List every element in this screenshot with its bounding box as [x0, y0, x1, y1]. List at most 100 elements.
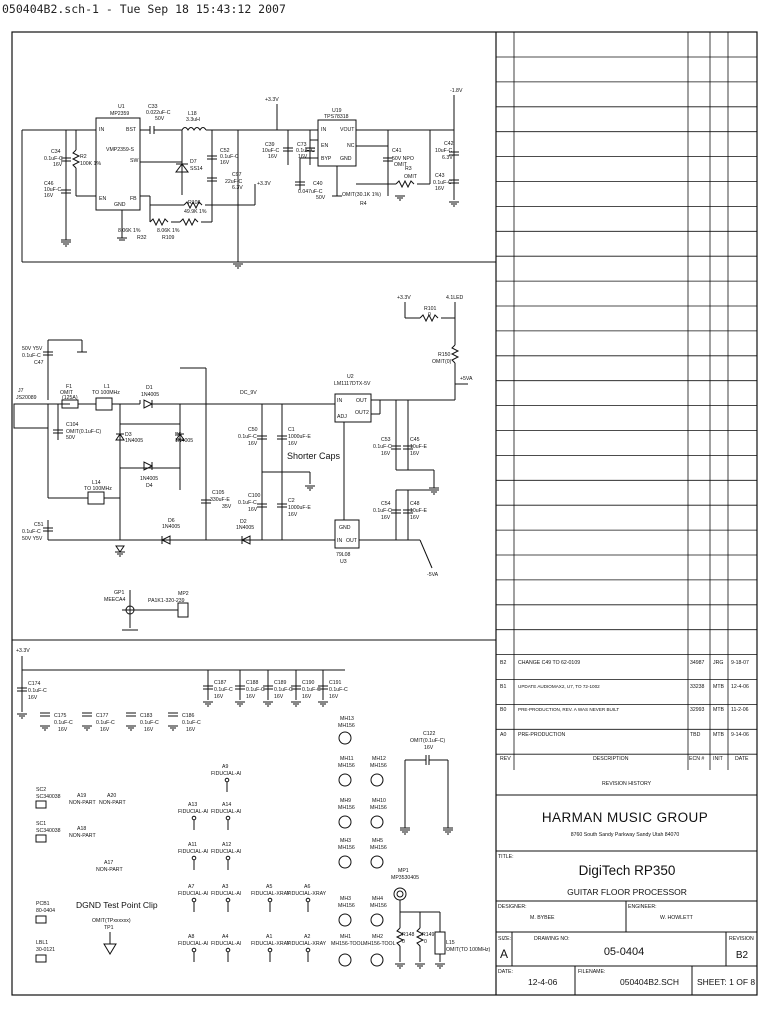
d4-ref: D4 — [146, 483, 153, 489]
c42-volt: 6.3V — [442, 155, 453, 161]
rev-b2-rev: B2 — [500, 660, 506, 666]
l14-val: TO 100MHz — [84, 486, 112, 492]
rail-3v3-c: +3.3V — [397, 295, 411, 301]
d5-diode — [175, 433, 185, 441]
c186-val: 0.1uF-C — [182, 720, 201, 726]
rev-b0-desc: PRE-PRODUCTION, REV. A WAS NEVER BUILT — [518, 707, 619, 712]
designer-label: DESIGNER: — [498, 904, 527, 910]
rev-b1-desc: UPDATE AUDIOMAX2, U7, TO 72-1002 — [518, 684, 600, 689]
c104-val: OMIT(0.1uF-C) — [66, 429, 101, 435]
l18-inductor — [181, 127, 207, 131]
c52-ref: C52 — [220, 148, 230, 154]
mh9-part: MH156 — [338, 805, 355, 811]
c100-volt: 16V — [248, 507, 258, 513]
c73-volt: 16V — [298, 154, 308, 160]
c100-val: 0.1uF-C — [238, 500, 257, 506]
fid-a12-part: FIDUCIAL-AI — [211, 849, 241, 855]
file-header: 050404B2.sch-1 - Tue Sep 18 15:43:12 200… — [2, 2, 286, 16]
fid-a7-ref: A7 — [188, 884, 194, 890]
l1-ferrite — [95, 397, 113, 411]
c175-val: 0.1uF-C — [54, 720, 73, 726]
mounting-hole-circle — [338, 815, 352, 829]
c97-val: 22uF-C — [225, 179, 243, 185]
c39-ref: C39 — [265, 142, 275, 148]
fiducial-mark — [191, 947, 197, 953]
u1-pin-in: IN — [99, 127, 104, 133]
u1-part: MP2359 — [110, 111, 129, 117]
c54-ref: C54 — [381, 501, 391, 507]
mh12-ref: MH12 — [372, 756, 386, 762]
d6-diode — [160, 535, 171, 545]
c45-volt: 16V — [410, 451, 420, 457]
c73-val: 0.1uF-C — [296, 148, 315, 154]
u3-pin-in: IN — [337, 538, 342, 544]
product-name: DigiTech RP350 — [579, 863, 676, 878]
c48-ref: C48 — [410, 501, 420, 507]
d4-val: 1N4005 — [140, 476, 158, 482]
a19-ref: A19 — [77, 793, 86, 799]
fid-a8-ref: A8 — [188, 934, 194, 940]
d3-ref: D3 — [125, 432, 132, 438]
c174-val: 0.1uF-C — [28, 688, 47, 694]
u2-pin-out2: OUT2 — [355, 410, 369, 416]
fid-a12-ref: A12 — [222, 842, 231, 848]
mp2-ref: MP2 — [178, 591, 189, 597]
c34-volt: 16V — [53, 162, 63, 168]
company-address: 8760 South Sandy Parkway Sandy Utah 8407… — [571, 832, 680, 838]
a20-part: NON-PART — [99, 800, 126, 806]
mh13-ref: MH13 — [340, 716, 354, 722]
c52-volt: 16V — [220, 160, 230, 166]
c2-val: 1000uF-E — [288, 505, 311, 511]
c39-volt: 16V — [268, 154, 278, 160]
d1-diode — [143, 399, 154, 409]
c100-ref: C100 — [248, 493, 261, 499]
dc-9v-net: DC_9V — [240, 390, 257, 396]
fid-a11-part: FIDUCIAL-AI — [178, 849, 208, 855]
c189-volt: 16V — [274, 694, 284, 700]
u19-pin-nc: NC — [347, 143, 355, 149]
c186-volt: 16V — [186, 727, 196, 733]
sheet-number: SHEET: 1 OF 8 — [697, 977, 755, 987]
c183-ref: C183 — [140, 713, 153, 719]
fid-a7-part: FIDUCIAL-AI — [178, 891, 208, 897]
c174-volt: 16V — [28, 695, 38, 701]
mh12-part: MH156 — [370, 763, 387, 769]
mounting-hole-circle — [338, 953, 352, 967]
revision-grid — [496, 32, 757, 770]
c187-val: 0.1uF-C — [214, 687, 233, 693]
rev-b2-ecn: 34987 — [690, 660, 705, 666]
fid-a1-part: FIDUCIAL-XRAY — [251, 941, 291, 947]
r32-val: 8.06K 1% — [118, 228, 141, 234]
gp1-part: MEECA4 — [104, 597, 125, 603]
u1-regulator — [95, 117, 141, 211]
c47-ref: C47 — [34, 360, 44, 366]
c122-ref: C122 — [423, 731, 436, 737]
bypass-caps-row1: C187 0.1uF-C 16V C188 0.1uF-C 16V C189 0… — [203, 670, 348, 700]
mp2-part: PA1K1-320-239 — [148, 598, 185, 604]
sc1-part — [35, 834, 47, 843]
a19-part: NON-PART — [69, 800, 96, 806]
d5-val: 1N4005 — [175, 438, 193, 444]
l15-ferrite — [434, 931, 446, 955]
sheet-border — [11, 31, 758, 996]
d1-ref: D1 — [146, 385, 153, 391]
u19-pin-byp: BYP — [321, 156, 332, 162]
c42-val: 10uF-C — [435, 148, 453, 154]
mh2-part: MH156-TOOL — [363, 941, 396, 947]
rail-3v3-b: +3.3V — [265, 97, 279, 103]
c2-volt: 16V — [288, 512, 298, 518]
r101-ref: R101 — [424, 306, 437, 312]
date-label: DATE: — [498, 969, 513, 975]
l15-val: OMIT(TO 100MHz) — [446, 947, 491, 953]
c41-ref: C41 — [392, 148, 402, 154]
rev-b1-ecn: 33238 — [690, 684, 705, 690]
d6-val: 1N4005 — [162, 524, 180, 530]
r109-ref: R109 — [162, 235, 175, 241]
d7-diode — [175, 163, 189, 173]
revision-history-title: REVISION HISTORY — [602, 781, 652, 787]
c188-volt: 16V — [246, 694, 256, 700]
j7-dc-jack[interactable] — [13, 403, 49, 429]
c43-volt: 16V — [435, 186, 445, 192]
mounting-hole-circle — [370, 953, 384, 967]
